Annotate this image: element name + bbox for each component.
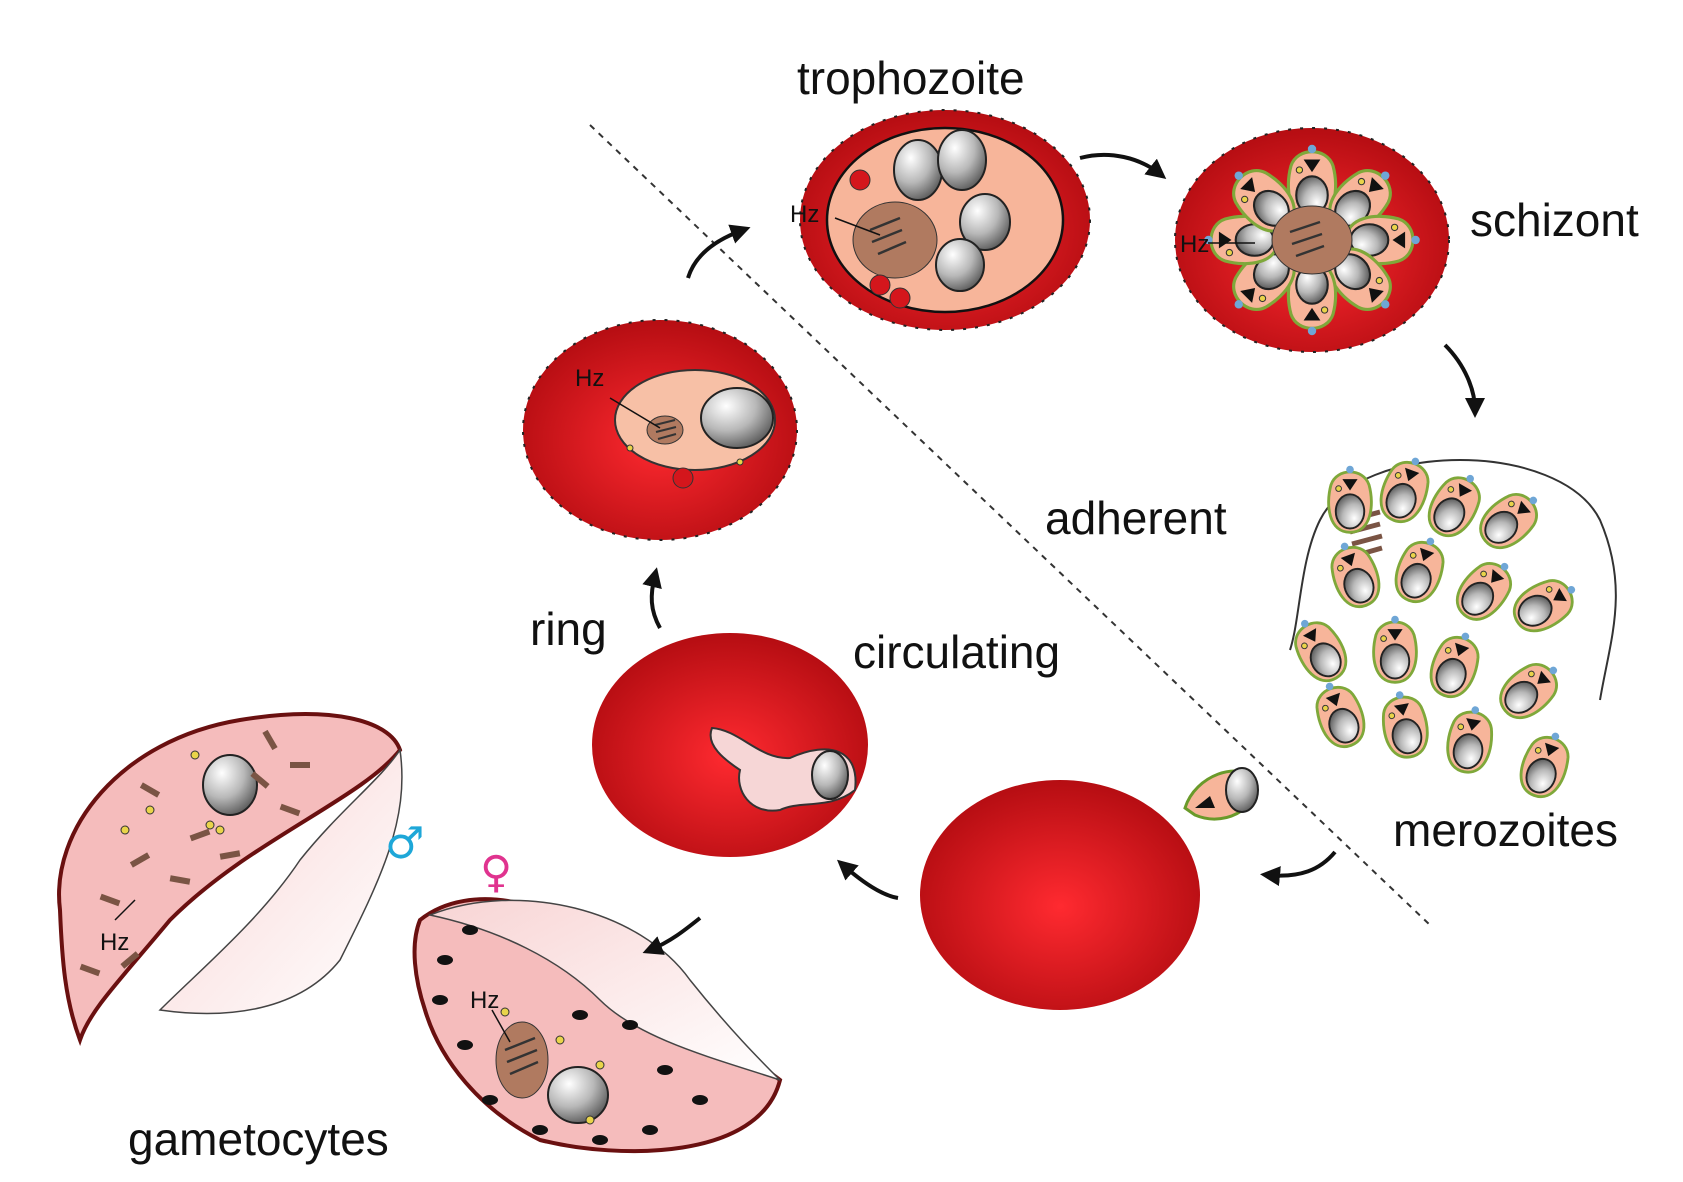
male-symbol: ♂ <box>385 818 424 869</box>
osmiophilic-body <box>482 1095 498 1105</box>
label-trophozoite: trophozoite <box>797 52 1025 104</box>
hemozoin-rod <box>99 893 121 907</box>
hemozoin-rod <box>250 771 270 789</box>
osmiophilic-body <box>692 1095 708 1105</box>
merozoite <box>1328 247 1392 311</box>
merozoite <box>1499 662 1558 720</box>
osmiophilic-body <box>432 995 448 1005</box>
merozoite <box>1232 169 1296 233</box>
schizont-stage-cell: Hz <box>1174 127 1450 353</box>
osmiophilic-body <box>572 1010 588 1020</box>
male-gametocyte: Hz <box>57 712 403 1046</box>
arrow-to-gametocytes <box>642 916 702 955</box>
osmiophilic-body <box>657 1065 673 1075</box>
label-gametocytes: gametocytes <box>128 1113 389 1165</box>
osmiophilic-body <box>592 1135 608 1145</box>
label-merozoites: merozoites <box>1393 804 1618 856</box>
merozoite <box>1286 260 1338 336</box>
merozoite <box>1294 619 1348 683</box>
osmiophilic-body <box>437 955 453 965</box>
merozoite <box>1394 537 1445 604</box>
osmiophilic-body <box>457 1040 473 1050</box>
granule <box>120 825 130 835</box>
merozoite <box>1315 682 1366 749</box>
invading-merozoite <box>1183 767 1259 821</box>
arrow-ring-to-trophozoite <box>686 224 751 279</box>
merozoite <box>1327 465 1373 534</box>
trophozoite-hz-label: Hz <box>790 201 819 228</box>
arrow-circulating-to-ring <box>642 567 662 629</box>
granule <box>215 825 225 835</box>
granule <box>555 1035 565 1045</box>
merozoite <box>1455 562 1513 621</box>
merozoites-cluster <box>1289 457 1617 799</box>
hemozoin-rod <box>290 762 310 768</box>
circulating-infected-cell <box>592 633 868 857</box>
circulating-adherent-divider <box>589 124 1431 926</box>
granule <box>585 1115 595 1125</box>
hemozoin-rod <box>169 875 191 885</box>
merozoite <box>1519 732 1570 799</box>
merozoite <box>1330 542 1381 609</box>
arrow-rbc-to-circulating <box>837 859 899 900</box>
merozoite <box>1379 457 1430 524</box>
hemozoin-rod <box>120 951 140 969</box>
hemozoin-rod <box>129 852 151 868</box>
osmiophilic-body <box>462 925 478 935</box>
granule <box>595 1060 605 1070</box>
merozoite <box>1372 615 1418 684</box>
granule <box>205 820 215 830</box>
ring-stage-cell: Hz <box>522 319 798 541</box>
granule <box>500 1007 510 1017</box>
granule <box>145 805 155 815</box>
female-gametocyte-hz-label: Hz <box>470 987 499 1014</box>
osmiophilic-body <box>622 1020 638 1030</box>
label-adherent: adherent <box>1045 492 1227 544</box>
hemozoin-rod <box>79 963 101 977</box>
schizont-hz-label: Hz <box>1180 231 1209 258</box>
label-ring: ring <box>530 603 607 655</box>
osmiophilic-body <box>642 1125 658 1135</box>
hemozoin-rod <box>279 803 301 817</box>
merozoite <box>1429 632 1480 699</box>
uninfected-red-blood-cell <box>920 780 1200 1010</box>
label-circulating: circulating <box>853 626 1060 678</box>
female-symbol: ♀ <box>480 847 512 898</box>
ring-hz-label: Hz <box>575 365 604 392</box>
merozoite <box>1427 474 1481 538</box>
granule <box>190 750 200 760</box>
hemozoin-rod <box>219 850 241 860</box>
hemozoin-rod <box>262 729 278 751</box>
osmiophilic-body <box>532 1125 548 1135</box>
female-gametocyte: Hz <box>412 897 783 1154</box>
merozoite <box>1512 579 1576 633</box>
trophozoite-stage-cell: Hz <box>790 109 1091 331</box>
arrow-schizont-to-merozoites <box>1443 343 1485 418</box>
hemozoin-rod <box>189 828 211 842</box>
merozoite <box>1381 691 1429 759</box>
hemozoin-rod <box>139 782 161 798</box>
label-schizont: schizont <box>1470 194 1639 246</box>
merozoite <box>1446 706 1494 774</box>
arrow-trophozoite-to-schizont <box>1079 152 1167 179</box>
male-gametocyte-hz-label: Hz <box>100 929 129 956</box>
merozoite <box>1479 492 1538 550</box>
arrow-merozoites-to-rbc <box>1260 850 1337 887</box>
